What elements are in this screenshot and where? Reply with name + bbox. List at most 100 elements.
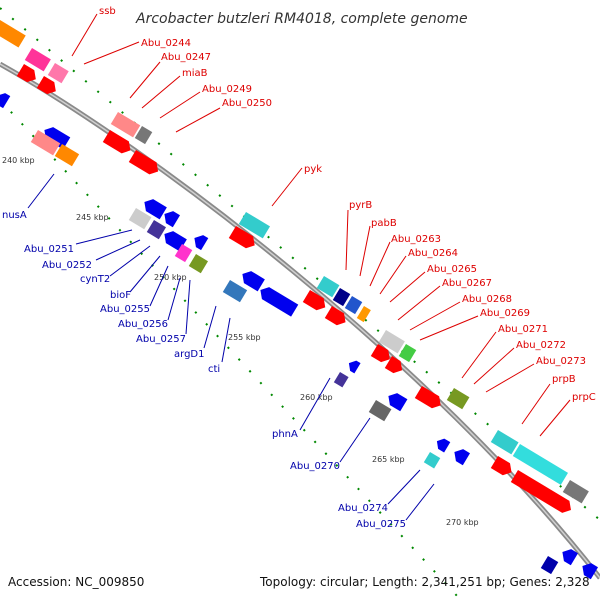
tick-labels: 240 kbp 245 kbp 250 kbp 255 kbp 260 kbp … bbox=[2, 156, 479, 527]
gene-block bbox=[222, 280, 248, 303]
gene-label: Abu_0270 bbox=[290, 461, 340, 472]
gene-block bbox=[238, 212, 271, 239]
gene-label: prpB bbox=[552, 374, 576, 385]
gene-label: bioF bbox=[110, 290, 131, 301]
gene-block bbox=[174, 244, 193, 263]
gene-arrow bbox=[242, 271, 265, 292]
gene-arrow bbox=[144, 199, 167, 220]
gene-arrow bbox=[228, 226, 255, 249]
gene-arrow bbox=[0, 93, 11, 109]
gene-arrow bbox=[384, 356, 403, 374]
gene-block bbox=[423, 452, 441, 469]
gene-arrow bbox=[16, 64, 36, 83]
gene-label: Abu_0274 bbox=[338, 503, 388, 514]
gene-arrow bbox=[260, 287, 299, 317]
gene-block bbox=[344, 296, 363, 315]
gene-label: Abu_0252 bbox=[42, 260, 92, 271]
gene-label: prpC bbox=[572, 392, 596, 403]
tick-label: 270 kbp bbox=[446, 518, 479, 527]
gene-label: Abu_0255 bbox=[100, 304, 150, 315]
reverse-gene-labels: nusA Abu_0251 Abu_0252 cynT2 bioF Abu_02… bbox=[2, 210, 406, 530]
gene-arrow bbox=[324, 306, 346, 326]
gene-arrow bbox=[562, 549, 579, 566]
gene-label: Abu_0273 bbox=[536, 356, 586, 367]
gene-block bbox=[0, 20, 26, 48]
gene-block bbox=[316, 276, 340, 298]
gene-arrow bbox=[370, 344, 390, 363]
gene-label: phnA bbox=[272, 429, 298, 440]
gene-block bbox=[540, 556, 559, 575]
gene-arrow bbox=[414, 386, 441, 409]
gene-block bbox=[47, 63, 69, 84]
gene-label: Abu_0250 bbox=[222, 98, 272, 109]
gene-label: Abu_0269 bbox=[480, 308, 530, 319]
tick-label: 265 kbp bbox=[372, 455, 405, 464]
gene-arrow bbox=[302, 290, 326, 311]
gene-label: Abu_0256 bbox=[118, 319, 168, 330]
gene-block bbox=[30, 130, 61, 156]
gene-arrow bbox=[490, 456, 512, 476]
gene-arrow bbox=[454, 449, 471, 466]
accession-text: Accession: NC_009850 bbox=[8, 575, 144, 589]
forward-leaders bbox=[71, 13, 571, 437]
gene-label: nusA bbox=[2, 210, 27, 221]
tick-label: 240 kbp bbox=[2, 156, 35, 165]
gene-block bbox=[54, 144, 80, 167]
gene-label: cti bbox=[208, 364, 220, 375]
gene-arrow bbox=[348, 360, 361, 374]
gene-label: Abu_0257 bbox=[136, 334, 186, 345]
gene-label: Abu_0263 bbox=[391, 234, 441, 245]
gene-arrow bbox=[436, 438, 451, 453]
gene-arrow bbox=[44, 127, 71, 150]
gene-label: ssb bbox=[99, 6, 116, 17]
gene-arrow bbox=[164, 211, 181, 228]
gene-block bbox=[378, 330, 405, 354]
tick-label: 245 kbp bbox=[76, 213, 109, 222]
gene-label: argD1 bbox=[174, 349, 204, 360]
gene-block bbox=[368, 400, 392, 422]
gene-block bbox=[188, 254, 209, 274]
gene-label: Abu_0247 bbox=[161, 52, 211, 63]
gene-arrow bbox=[582, 563, 599, 580]
forward-gene-labels: ssb Abu_0244 Abu_0247 miaB Abu_0249 Abu_… bbox=[99, 6, 596, 403]
map-title: Arcobacter butzleri RM4018, complete gen… bbox=[135, 11, 468, 27]
forward-genes bbox=[0, 20, 589, 513]
gene-block bbox=[512, 444, 569, 485]
gene-label: pyrB bbox=[349, 200, 372, 211]
tick-label: 250 kbp bbox=[154, 273, 187, 282]
gene-label: cynT2 bbox=[80, 274, 110, 285]
tick-label: 255 kbp bbox=[228, 333, 261, 342]
reverse-leaders bbox=[27, 173, 435, 521]
gene-block bbox=[134, 125, 153, 145]
gene-block bbox=[128, 208, 152, 230]
genome-backbone bbox=[0, 61, 600, 580]
gene-label: Abu_0251 bbox=[24, 244, 74, 255]
gene-label: Abu_0275 bbox=[356, 519, 406, 530]
gene-arrow bbox=[102, 130, 131, 154]
gene-label: Abu_0272 bbox=[516, 340, 566, 351]
gene-label: Abu_0265 bbox=[427, 264, 477, 275]
gene-block bbox=[490, 430, 519, 455]
gene-block bbox=[24, 48, 51, 72]
gene-label: Abu_0249 bbox=[202, 84, 252, 95]
gene-block bbox=[110, 112, 141, 138]
gene-arrow bbox=[388, 393, 408, 412]
gene-arrow bbox=[510, 470, 571, 513]
gene-label: Abu_0268 bbox=[462, 294, 512, 305]
gene-block bbox=[446, 388, 470, 410]
gene-block bbox=[562, 480, 589, 504]
genome-summary-text: Topology: circular; Length: 2,341,251 bp… bbox=[259, 575, 590, 589]
gene-block bbox=[333, 372, 349, 388]
gene-label: miaB bbox=[182, 68, 208, 79]
gene-label: Abu_0244 bbox=[141, 38, 191, 49]
gene-arrow bbox=[194, 235, 209, 251]
gene-label: pyk bbox=[304, 164, 322, 175]
gene-block bbox=[332, 288, 351, 307]
gene-block bbox=[356, 306, 371, 323]
gene-arrow bbox=[128, 150, 159, 175]
gene-label: pabB bbox=[371, 218, 397, 229]
gene-label: Abu_0267 bbox=[442, 278, 492, 289]
tick-label: 260 kbp bbox=[300, 393, 333, 402]
gene-label: Abu_0264 bbox=[408, 248, 458, 259]
